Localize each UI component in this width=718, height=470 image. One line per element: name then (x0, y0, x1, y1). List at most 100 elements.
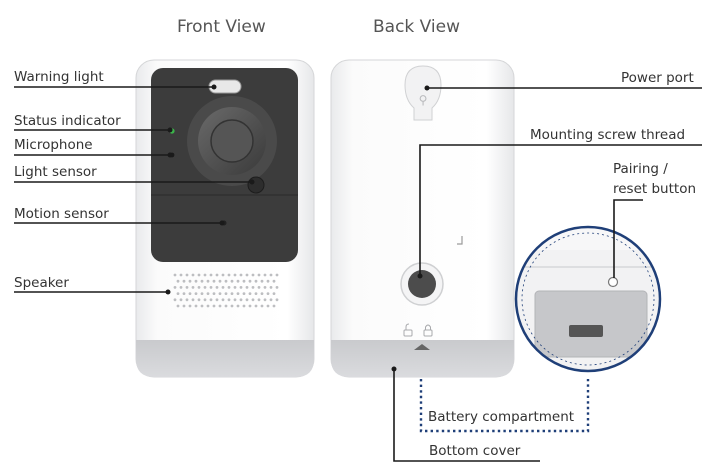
speaker-hole (254, 304, 258, 308)
speaker-hole (176, 279, 180, 283)
label-mounting-screw-thread: Mounting screw thread (530, 127, 686, 143)
speaker-hole (272, 292, 276, 295)
speaker-hole (191, 286, 195, 289)
speaker-hole (188, 304, 192, 308)
speaker-hole (221, 298, 225, 302)
speaker-hole (254, 279, 258, 283)
speaker-hole (260, 279, 264, 283)
speaker-hole (176, 292, 180, 295)
speaker-hole (179, 298, 183, 302)
speaker-hole (254, 292, 258, 295)
back-camera: ⚲ (330, 59, 515, 378)
speaker-hole (215, 273, 219, 277)
label-speaker: Speaker (14, 275, 69, 291)
zoom-detail (514, 225, 662, 373)
speaker-hole (212, 292, 216, 295)
speaker-hole (260, 292, 264, 295)
label-bottom-cover: Bottom cover (429, 443, 521, 459)
back-leader-dots (391, 85, 430, 372)
speaker-hole (272, 304, 276, 308)
speaker-hole (218, 304, 222, 308)
speaker-hole (215, 298, 219, 302)
speaker-grille (173, 273, 279, 308)
speaker-hole (248, 304, 252, 308)
speaker-hole (242, 304, 246, 308)
back-view-title: Back View (373, 17, 461, 37)
speaker-hole (233, 298, 237, 302)
speaker-hole (239, 273, 243, 277)
arrow-up-icon (414, 344, 430, 350)
speaker-hole (251, 286, 255, 289)
speaker-hole (206, 304, 210, 308)
speaker-hole (218, 292, 222, 295)
speaker-hole (185, 286, 189, 289)
speaker-hole (218, 279, 222, 283)
light-sensor-element (247, 176, 265, 194)
back-leader-lines (393, 87, 702, 462)
speaker-hole (209, 286, 213, 289)
speaker-hole (269, 298, 273, 302)
label-pairing-reset-line2: reset button (613, 181, 697, 197)
label-light-sensor: Light sensor (14, 164, 97, 180)
speaker-hole (188, 279, 192, 283)
label-microphone: Microphone (14, 137, 93, 153)
hook-mark (457, 236, 463, 245)
speaker-hole (212, 279, 216, 283)
speaker-hole (275, 286, 279, 289)
speaker-hole (173, 273, 177, 277)
speaker-hole (215, 286, 219, 289)
speaker-hole (182, 279, 186, 283)
front-camera (135, 59, 315, 378)
speaker-hole (179, 273, 183, 277)
speaker-hole (275, 273, 279, 277)
lock-icons (403, 323, 433, 337)
label-motion-sensor: Motion sensor (14, 206, 109, 222)
speaker-hole (251, 298, 255, 302)
battery-latch (569, 325, 603, 337)
speaker-hole (200, 279, 204, 283)
label-power-port: Power port (621, 70, 694, 86)
label-battery-compartment: Battery compartment (428, 409, 575, 425)
speaker-hole (203, 273, 207, 277)
speaker-hole (233, 286, 237, 289)
speaker-hole (251, 273, 255, 277)
speaker-hole (257, 273, 261, 277)
speaker-hole (197, 286, 201, 289)
speaker-hole (269, 286, 273, 289)
speaker-hole (182, 292, 186, 295)
speaker-hole (200, 304, 204, 308)
speaker-hole (194, 304, 198, 308)
speaker-hole (248, 292, 252, 295)
speaker-hole (203, 286, 207, 289)
battery-compartment-bracket (419, 379, 590, 433)
label-pairing-reset-line1: Pairing / (613, 161, 668, 177)
speaker-hole (206, 279, 210, 283)
label-warning-light: Warning light (14, 69, 104, 85)
speaker-hole (275, 298, 279, 302)
front-leader-dots (165, 84, 255, 295)
speaker-hole (194, 279, 198, 283)
speaker-hole (248, 279, 252, 283)
speaker-hole (206, 292, 210, 295)
speaker-hole (236, 292, 240, 295)
speaker-hole (188, 292, 192, 295)
speaker-hole (242, 279, 246, 283)
speaker-hole (260, 304, 264, 308)
speaker-hole (212, 304, 216, 308)
speaker-hole (236, 279, 240, 283)
leader-pairing-reset (613, 199, 643, 278)
speaker-hole (263, 298, 267, 302)
speaker-hole (269, 273, 273, 277)
speaker-hole (266, 279, 270, 283)
label-status-indicator: Status indicator (14, 113, 121, 129)
speaker-hole (263, 286, 267, 289)
speaker-hole (209, 273, 213, 277)
usb-icon: ⚲ (419, 93, 428, 107)
speaker-hole (227, 273, 231, 277)
speaker-hole (173, 298, 177, 302)
speaker-hole (224, 279, 228, 283)
speaker-hole (173, 286, 177, 289)
leader-bottom-cover (393, 369, 540, 462)
speaker-hole (230, 279, 234, 283)
